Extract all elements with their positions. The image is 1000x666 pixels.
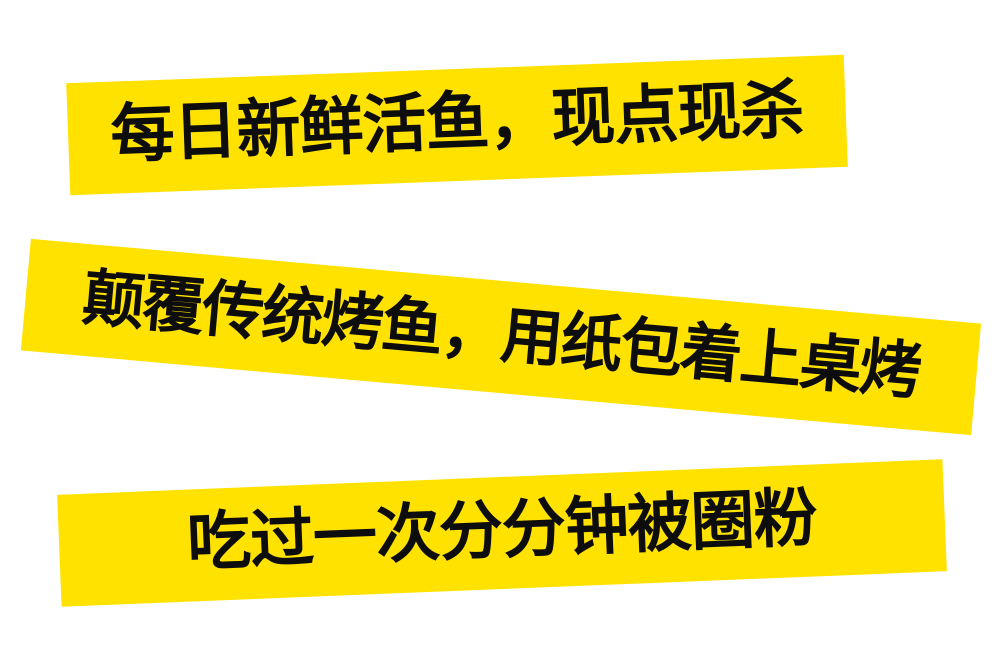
banner-become-fan: 吃过一次分分钟被圈粉 — [57, 459, 947, 607]
banner-paper-grilled-fish-text: 颠覆传统烤鱼，用纸包着上桌烤 — [79, 260, 923, 409]
banner-paper-grilled-fish: 颠覆传统烤鱼，用纸包着上桌烤 — [20, 238, 982, 436]
banner-fresh-fish: 每日新鲜活鱼，现点现杀 — [66, 54, 848, 196]
banner-fresh-fish-text: 每日新鲜活鱼，现点现杀 — [109, 73, 805, 173]
banner-become-fan-text: 吃过一次分分钟被圈粉 — [185, 481, 819, 581]
